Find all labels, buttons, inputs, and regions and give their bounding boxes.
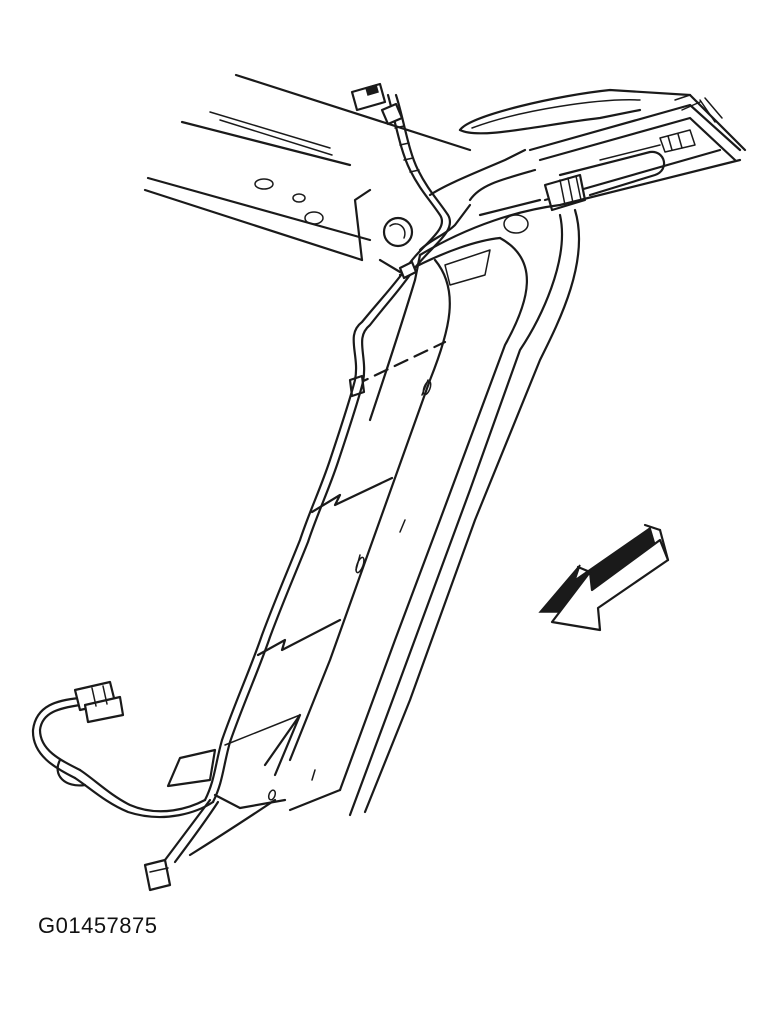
arrow-down-left-icon (538, 523, 670, 632)
a-pillar (166, 158, 742, 857)
roof-panel (143, 73, 472, 274)
wiring-harness (203, 82, 472, 804)
lower-harness-branches (31, 680, 220, 892)
upper-body-structure (428, 88, 747, 234)
figure-id-label: G01457875 (38, 913, 158, 938)
